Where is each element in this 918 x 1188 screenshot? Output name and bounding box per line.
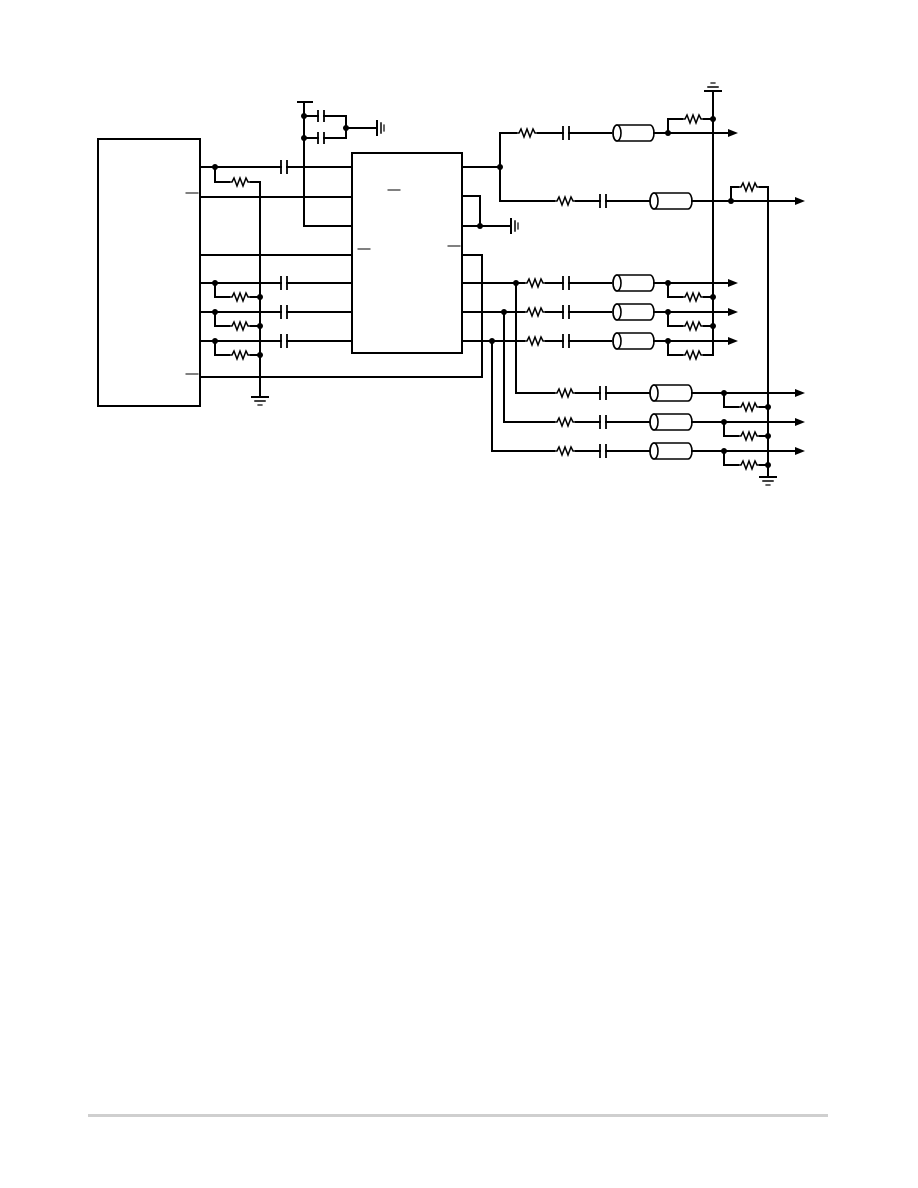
input-channel-4 <box>199 334 353 360</box>
upper-output-3 <box>489 332 738 360</box>
top-output-2 <box>499 182 805 210</box>
footer-rule <box>88 1114 828 1117</box>
video-amplifier-block <box>351 152 463 354</box>
lower-output-1 <box>515 282 805 412</box>
coax-icon <box>612 303 655 321</box>
ground-icon <box>251 396 269 406</box>
supply-decoupling <box>297 101 385 227</box>
input-channel-2 <box>199 276 353 302</box>
coax-icon <box>612 124 655 142</box>
amp-output-top <box>461 132 519 234</box>
lower-output-3 <box>491 340 805 470</box>
coax-icon <box>612 274 655 292</box>
ground-icon <box>704 82 722 92</box>
lower-output-2 <box>503 311 805 441</box>
upper-output-1 <box>513 274 738 302</box>
top-output-1 <box>499 114 738 142</box>
coax-icon <box>649 442 693 460</box>
coax-icon <box>612 332 655 350</box>
upper-output-2 <box>501 303 738 331</box>
ground-icon <box>376 120 385 136</box>
ground-icon <box>510 218 519 234</box>
encoder-feedback-line <box>199 254 483 378</box>
input-channel-3 <box>199 305 353 331</box>
coax-icon <box>649 413 693 431</box>
video-encoder-block <box>97 138 201 407</box>
ground-icon <box>759 476 777 486</box>
input-channel-1 <box>199 160 353 187</box>
coax-icon <box>649 384 693 402</box>
coax-icon <box>649 192 693 210</box>
